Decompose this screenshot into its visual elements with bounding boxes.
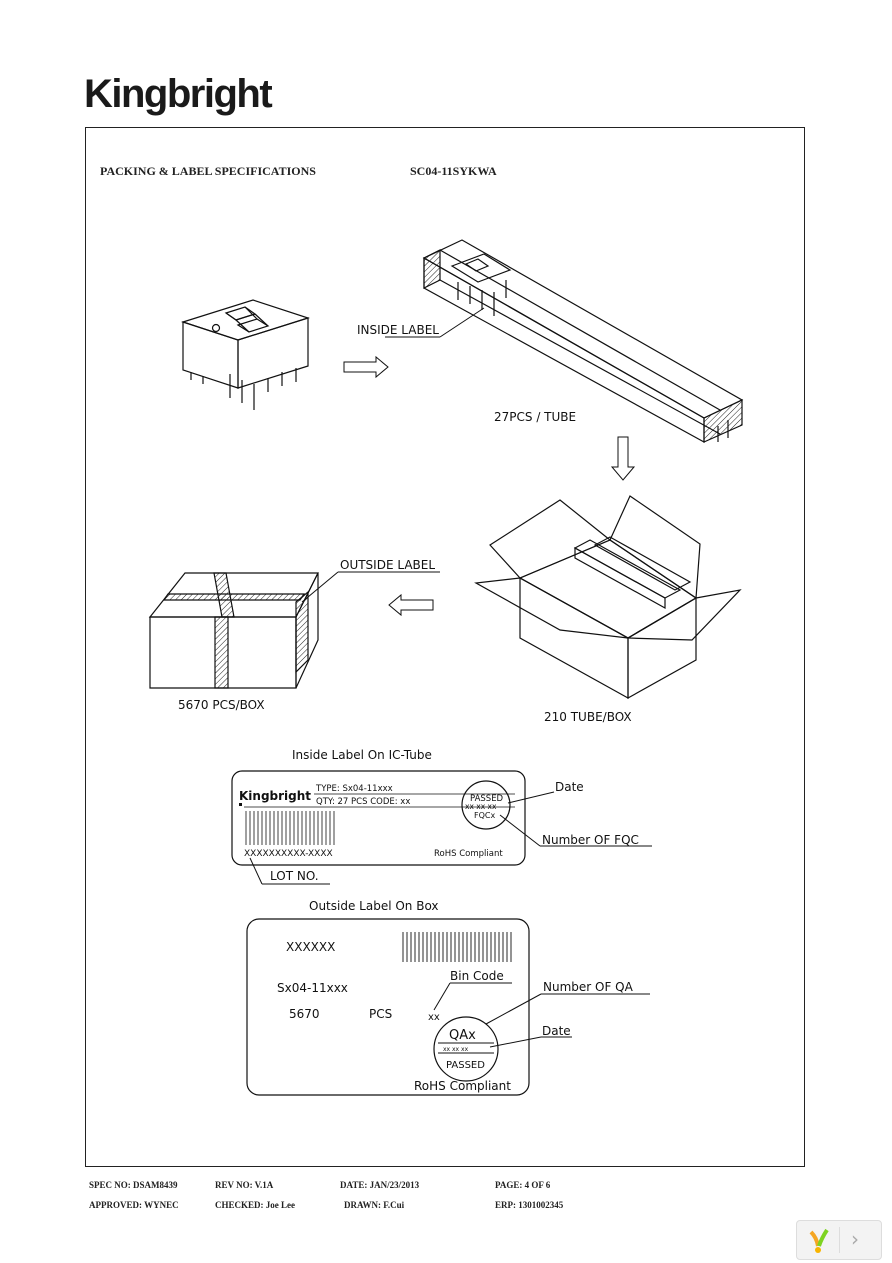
bin-code-value: xx	[428, 1012, 440, 1023]
outside-label-title: Outside Label On Box	[309, 899, 439, 913]
outside-label-rohs: RoHS Compliant	[414, 1079, 511, 1093]
qa-stamp-date: xx xx xx	[443, 1046, 469, 1053]
carton-illustration	[474, 495, 742, 700]
bin-code-callout: Bin Code	[450, 969, 504, 983]
inside-label-type: TYPE: Sx04-11xxx	[315, 784, 393, 794]
carton-quantity: 210 TUBE/BOX	[544, 710, 632, 724]
outside-label-callout: OUTSIDE LABEL	[340, 558, 435, 572]
outside-label-part: Sx04-11xxx	[277, 981, 348, 995]
footer-erp: ERP: 1301002345	[495, 1200, 564, 1210]
outside-label-barcode	[402, 932, 512, 962]
tube-quantity: 27PCS / TUBE	[494, 410, 576, 424]
outside-date-callout: Date	[542, 1024, 571, 1038]
footer-approved: APPROVED: WYNEC	[89, 1200, 179, 1210]
inside-label-card	[231, 770, 526, 866]
fqc-stamp-bottom: FQCx	[474, 811, 495, 820]
page-title: PACKING & LABEL SPECIFICATIONS	[100, 164, 316, 178]
outside-label-unit: PCS	[369, 1007, 392, 1021]
qa-stamp-bottom: PASSED	[446, 1060, 485, 1071]
shipping-box-illustration	[148, 572, 319, 689]
tube-illustration	[422, 239, 744, 444]
footer-checked: CHECKED: Joe Lee	[215, 1200, 295, 1210]
inside-label-qty: QTY: 27 PCS CODE: xx	[316, 797, 410, 807]
fqc-callout: Number OF FQC	[542, 833, 639, 847]
outside-label-card	[246, 918, 530, 1096]
led-display-illustration	[181, 299, 310, 410]
arrow-down-icon	[610, 436, 636, 481]
footer-drawn: DRAWN: F.Cui	[344, 1200, 405, 1210]
kingbright-logo: Kingbright	[84, 72, 273, 116]
next-page-button[interactable]: ›	[851, 1227, 859, 1251]
lot-callout: LOT NO.	[270, 869, 319, 883]
inside-label-title: Inside Label On IC-Tube	[292, 748, 432, 762]
qa-stamp-icon	[433, 1016, 499, 1082]
footer-rev-no: REV NO: V.1A	[215, 1180, 274, 1190]
outside-label-qty: 5670	[289, 1007, 320, 1021]
qa-callout: Number OF QA	[543, 980, 634, 994]
inside-label-barcode	[245, 811, 335, 845]
viewer-logo-icon	[809, 1228, 829, 1253]
inside-label-callout: INSIDE LABEL	[357, 323, 439, 337]
footer-spec-no: SPEC NO: DSAM8439	[89, 1180, 178, 1190]
fqc-stamp-icon	[461, 780, 511, 830]
arrow-right-icon	[343, 355, 389, 379]
box-quantity: 5670 PCS/BOX	[178, 698, 265, 712]
outside-label-code: XXXXXX	[286, 940, 335, 954]
part-number: SC04-11SYKWA	[410, 164, 497, 178]
spec-frame	[85, 127, 805, 1167]
page-nav-widget: ›	[796, 1220, 882, 1260]
footer-page: PAGE: 4 OF 6	[495, 1180, 551, 1190]
footer-date: DATE: JAN/23/2013	[340, 1180, 420, 1190]
inside-label-rohs: RoHS Compliant	[434, 849, 503, 859]
inside-label-brand: Kingbright	[239, 789, 311, 803]
qa-stamp-top: QAx	[449, 1028, 476, 1043]
fqc-stamp-top: PASSED	[470, 794, 504, 804]
arrow-left-icon	[388, 593, 434, 617]
fqc-stamp-date: xx xx xx	[465, 802, 497, 811]
lot-code: XXXXXXXXXX-XXXX	[244, 849, 333, 859]
date-callout: Date	[555, 780, 584, 794]
